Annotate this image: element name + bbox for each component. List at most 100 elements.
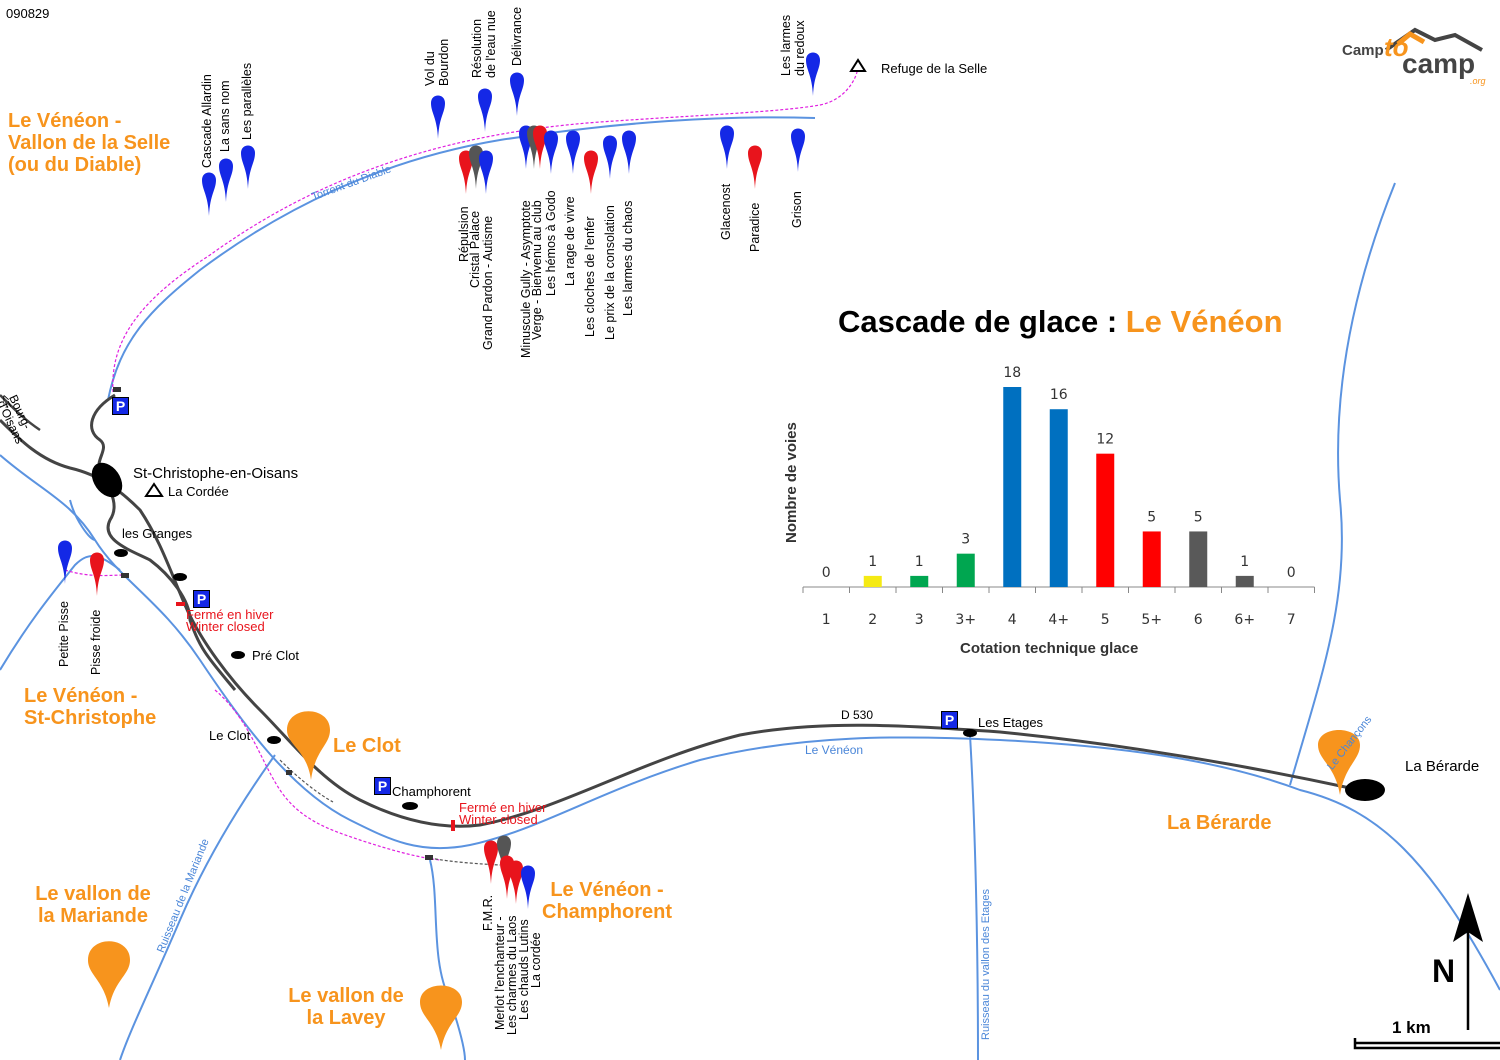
closed-fr: Fermé en hiver xyxy=(186,607,274,622)
place-cordee: La Cordée xyxy=(168,484,229,499)
closed-marker xyxy=(176,602,185,606)
pin-red-icon[interactable] xyxy=(483,838,499,884)
route-label: Les hémos à Godo xyxy=(544,190,558,296)
route-label: Les larmes xyxy=(779,14,793,76)
place-etages: Les Etages xyxy=(978,715,1044,730)
route-label: du redoux xyxy=(793,20,807,76)
chart-tick-label: 4 xyxy=(1008,612,1017,628)
village-leclot xyxy=(267,736,281,744)
logo-text-camp2: camp xyxy=(1402,48,1476,79)
village-stchristophe xyxy=(91,462,123,498)
closed-stchristophe: Fermé en hiver Winter closed xyxy=(186,607,274,633)
river-sub xyxy=(69,499,96,541)
village-etages xyxy=(963,729,977,737)
pin-blue-icon[interactable] xyxy=(790,126,806,172)
pin-blue-icon[interactable] xyxy=(218,156,234,202)
sector-pins xyxy=(88,711,1360,1050)
place-leclot: Le Clot xyxy=(209,728,251,743)
logo-mountain-icon xyxy=(1384,27,1483,52)
sector-selle-line1: Le Vénéon - xyxy=(8,110,122,132)
sector-selle-line3: (ou du Diable) xyxy=(8,154,142,176)
route-label: Résolution xyxy=(470,18,484,78)
closed-champhorent: Fermé en hiver Winter closed xyxy=(459,800,547,827)
pin-red-icon[interactable] xyxy=(458,148,474,194)
pin-blue-icon[interactable] xyxy=(543,128,559,174)
closed-markers xyxy=(176,602,455,831)
chart-tick-label: 3 xyxy=(915,612,924,628)
village-preclot xyxy=(231,651,245,659)
road-bourg xyxy=(0,394,41,432)
route-label: Paradice xyxy=(748,202,762,252)
logo-text-org: .org xyxy=(1470,76,1486,86)
pin-red-icon[interactable] xyxy=(508,858,524,904)
sector-lavey: Le vallon de la Lavey xyxy=(278,985,414,1029)
chart-value-label: 5 xyxy=(1194,509,1203,525)
route-label: Les larmes du chaos xyxy=(621,200,635,316)
village-champhorent xyxy=(402,802,418,810)
parking-icon: P xyxy=(193,590,210,608)
pin-blue-icon[interactable] xyxy=(509,70,525,116)
trail-clot xyxy=(279,759,334,803)
pin-red-icon[interactable] xyxy=(532,123,548,169)
sector-selle-line2: Vallon de la Selle xyxy=(8,132,171,154)
pin-blue-icon[interactable] xyxy=(621,128,637,174)
pin-blue-icon[interactable] xyxy=(719,123,735,169)
chart-bar xyxy=(1049,409,1068,587)
place-champhorent: Champhorent xyxy=(392,784,471,799)
chart-xlabel: Cotation technique glace xyxy=(960,640,1139,657)
pin-blue-icon[interactable] xyxy=(565,128,581,174)
pin-red-icon[interactable] xyxy=(583,148,599,194)
logo-text-camp: Camp xyxy=(1342,42,1384,59)
pin-blue-icon[interactable] xyxy=(201,170,217,216)
pin-blue-icon[interactable] xyxy=(430,93,446,139)
route-label: La sans nom xyxy=(218,80,232,152)
chart-tick-label: 6 xyxy=(1194,612,1203,628)
chart-tick-label: 5 xyxy=(1101,612,1110,628)
pin-red-icon[interactable] xyxy=(747,143,763,189)
river-veneon xyxy=(0,454,1500,991)
route-label: Les cloches de l'enfer xyxy=(583,216,597,337)
chart-value-label: 3 xyxy=(961,532,970,548)
chart-bar xyxy=(956,553,975,587)
chart-value-label: 5 xyxy=(1147,509,1156,525)
route-label: La rage de vivre xyxy=(563,196,577,286)
sector-mariande: Le vallon de la Mariande xyxy=(25,883,161,927)
river-mariande xyxy=(119,754,276,1060)
route-label: Cristal Palace xyxy=(468,210,482,288)
village-berarde xyxy=(1345,779,1385,801)
road-d530: D 530 xyxy=(841,708,874,722)
trails-black xyxy=(279,759,501,866)
trail-lavey xyxy=(214,689,441,861)
pin-blue-icon[interactable] xyxy=(240,143,256,189)
river-label-veneon: Le Vénéon xyxy=(805,743,864,757)
pin-blue-icon[interactable] xyxy=(805,50,821,96)
place-granges: les Granges xyxy=(122,526,193,541)
chart-tick-label: 2 xyxy=(868,612,877,628)
place-preclot: Pré Clot xyxy=(252,648,299,663)
route-label: de l'eau nue xyxy=(484,10,498,78)
closed-en: Winter closed xyxy=(459,812,538,827)
pin-blue-icon[interactable] xyxy=(477,86,493,132)
trail-champhorent xyxy=(429,857,501,866)
closed-fr: Fermé en hiver xyxy=(459,800,547,815)
chart-value-label: 1 xyxy=(868,554,877,570)
logo[interactable]: Camp to camp .org xyxy=(1340,20,1490,90)
chart-tick-label: 1 xyxy=(822,612,831,628)
parking-icon: P xyxy=(374,777,391,795)
pin-blue-icon[interactable] xyxy=(520,863,536,909)
road-main xyxy=(0,418,1351,828)
chart-value-label: 1 xyxy=(1240,554,1249,570)
village-granges xyxy=(114,549,128,557)
pin-blue-icon[interactable] xyxy=(602,133,618,179)
chart-bar xyxy=(910,575,929,587)
pin-blue-icon[interactable] xyxy=(478,148,494,194)
pin-blue-icon[interactable] xyxy=(57,538,73,584)
chart-tick-label: 7 xyxy=(1287,612,1296,628)
pin-red-icon[interactable] xyxy=(89,550,105,596)
chart-title-main: Cascade de glace : xyxy=(838,304,1126,339)
sector-pin-mariande xyxy=(88,941,130,1008)
river-etages xyxy=(969,734,979,1060)
